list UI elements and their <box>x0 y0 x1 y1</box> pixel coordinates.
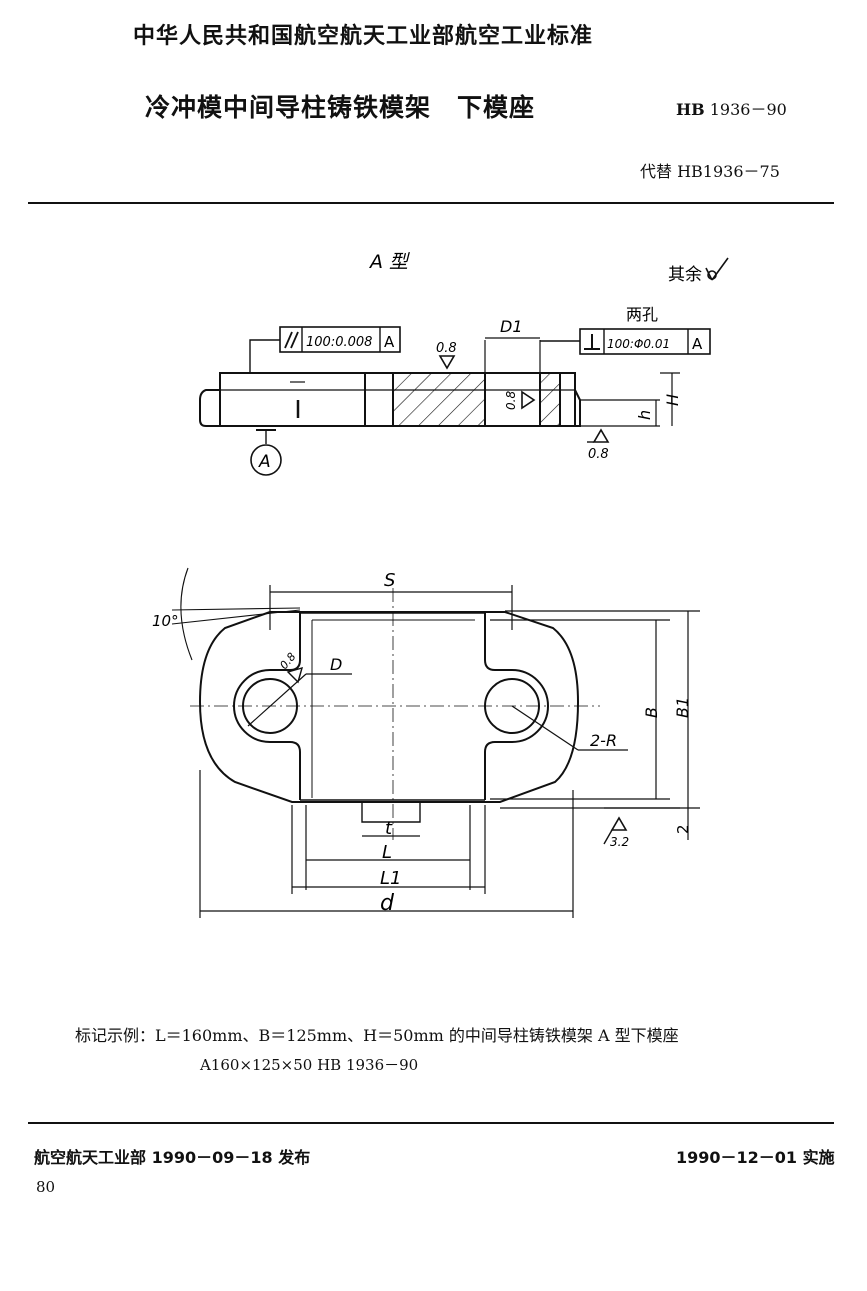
svg-text:0.8: 0.8 <box>588 447 609 462</box>
dim-D: D <box>330 655 342 674</box>
roughness-0.8-bore: 0.8 <box>504 390 536 410</box>
dim-L1: L1 <box>380 868 401 889</box>
datum-A: A <box>250 429 282 476</box>
document-title: 冷冲模中间导柱铸铁模架 下模座 <box>145 93 536 122</box>
standard-code: HB 1936－90 <box>676 96 787 120</box>
technical-drawing: A 型 其余 100:0.008 A 两孔 <box>152 251 729 918</box>
svg-text:0.8: 0.8 <box>436 341 457 356</box>
standard-organization: 中华人民共和国航空航天工业部航空工业标准 <box>133 24 594 49</box>
roughness-0.8-bottom: 0.8 <box>587 428 610 462</box>
angle-lines <box>171 567 301 661</box>
replaces-note: 代替 HB1936－75 <box>640 162 780 181</box>
dim-H: H <box>663 394 682 406</box>
type-label: A 型 <box>368 251 410 273</box>
dim-B-lines <box>490 610 700 840</box>
standard-code-number: 1936－90 <box>709 100 787 119</box>
center-lines <box>190 588 600 840</box>
dim-L: L <box>382 842 392 863</box>
dim-S: S <box>384 570 395 591</box>
plan-view <box>198 611 580 823</box>
tolerance-perp-datum: A <box>692 335 703 353</box>
issue-date: 航空航天工业部 1990－09－18 发布 <box>34 1148 311 1167</box>
tolerance-frame-perp: 100:Φ0.01 A <box>540 328 711 355</box>
dim-angle: 10° <box>152 612 179 630</box>
standard-code-prefix: HB <box>676 100 705 119</box>
two-holes-label: 两孔 <box>626 305 658 324</box>
svg-text:3.2: 3.2 <box>610 835 629 849</box>
tolerance-perp-value: 100:Φ0.01 <box>607 337 670 351</box>
dim-h: h <box>635 410 654 420</box>
dim-H-h <box>655 372 680 426</box>
svg-text:0.8: 0.8 <box>504 391 518 410</box>
surface-note: 其余 <box>668 265 702 285</box>
header-rule <box>28 202 834 204</box>
marking-example: 标记示例：L＝160mm、B＝125mm、H＝50mm 的中间导柱铸铁模架 A … <box>75 1026 679 1045</box>
tolerance-frame-parallel: 100:0.008 A <box>249 326 401 373</box>
dim-B1: B1 <box>673 697 692 718</box>
tolerance-parallel-datum: A <box>384 333 395 351</box>
front-view <box>199 340 660 427</box>
dim-2R: 2-R <box>590 731 617 750</box>
parallel-icon <box>284 331 299 349</box>
dim-2: 2 <box>674 824 692 834</box>
perpendicular-icon <box>584 334 600 350</box>
dim-D1: D1 <box>500 317 523 336</box>
roughness-0.8-top: 0.8 <box>436 341 457 370</box>
implementation-date: 1990－12－01 实施 <box>676 1148 835 1167</box>
roughness-3.2: 3.2 <box>603 816 629 849</box>
dim-B: B <box>642 707 661 718</box>
dim-d: d <box>380 891 395 916</box>
dim-t: t <box>385 818 393 839</box>
tolerance-parallel-value: 100:0.008 <box>306 335 372 350</box>
marking-code: A160×125×50 HB 1936－90 <box>200 1056 419 1074</box>
dim-S-lines <box>269 585 513 630</box>
page-number: 80 <box>36 1178 56 1196</box>
dim-bottom-lines <box>199 770 574 918</box>
svg-text:A: A <box>258 452 271 472</box>
roughness-icon <box>705 257 729 281</box>
footer-rule <box>28 1122 834 1124</box>
